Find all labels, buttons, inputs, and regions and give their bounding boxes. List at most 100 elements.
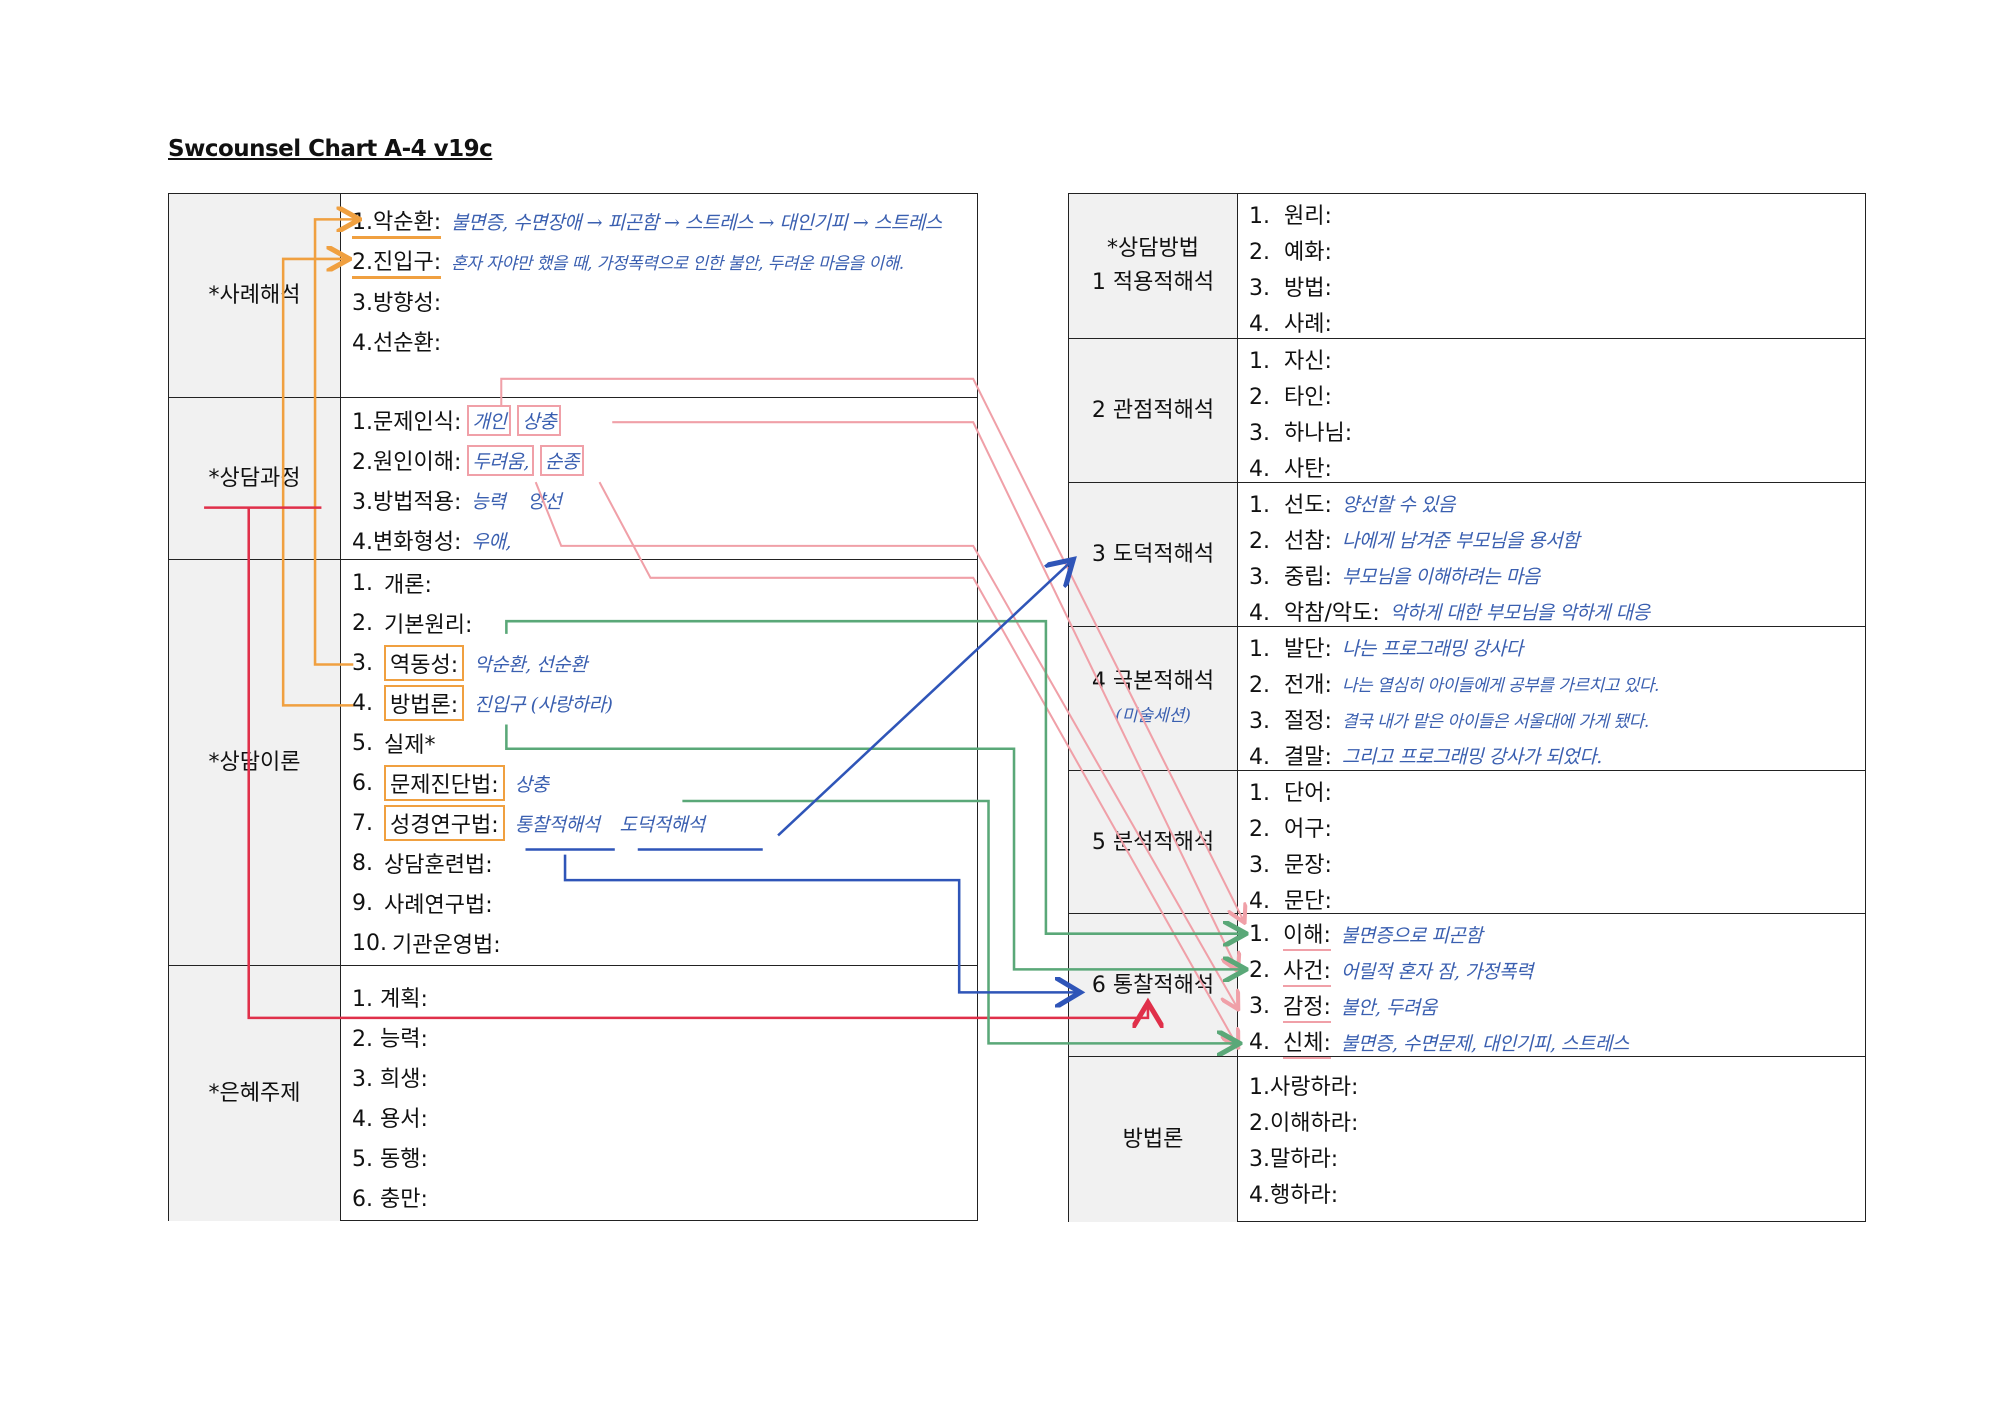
item-number: 9. [352,890,373,916]
section-label-text: *상담과정 [208,466,301,491]
item-label: 기관운영법: [392,933,501,958]
list-item: 1.악순환:불면증, 수면장애 → 피곤함 → 스트레스 → 대인기피 → 스트… [352,201,942,241]
section-label: 3 도덕적해석 [1069,483,1238,627]
list-item: 2. 능력: [352,1017,428,1057]
item-label: 3. 희생: [352,1067,428,1092]
item-label: 역동성: [384,645,465,681]
section-insight-interpretation: 6 통찰적해석 1.이해:불면증으로 피곤함 2.사건:어릴적 혼자 잠, 가정… [1069,913,1865,1060]
handwritten-note: 악순환, 선순환 [474,653,588,676]
document-title: Swcounsel Chart A-4 v19c [168,136,493,162]
item-label: 기본원리: [384,613,473,638]
list-item: 2.기본원리: [352,603,704,643]
item-label: 4. 문단: [1249,889,1332,914]
section-methodology: 방법론 1.사랑하라: 2.이해하라: 3.말하라: 4.행하라: [1069,1056,1865,1222]
item-label: 감정: [1283,989,1331,1023]
item-label: 4. 사례: [1249,312,1332,337]
handwritten-note: 순종 [539,444,584,476]
item-label: 실제* [384,733,436,758]
list-item: 2. 어구: [1249,809,1332,845]
item-label: 3. 방법: [1249,276,1332,301]
section-label-text: 6 통찰적해석 [1091,972,1215,998]
item-label: 2. 예화: [1249,240,1332,265]
handwritten-note: 나는 열심히 아이들에게 공부를 가르치고 있다. [1341,675,1660,696]
left-chart-table: *사례해석 1.악순환:불면증, 수면장애 → 피곤함 → 스트레스 → 대인기… [168,193,978,1221]
list-item: 4.신체:불면증, 수면문제, 대인기피, 스트레스 [1249,1024,1629,1060]
item-label: 2. 타인: [1249,385,1332,410]
list-item: 2.사건:어릴적 혼자 잠, 가정폭력 [1249,952,1629,988]
list-item: 4. 사탄: [1249,449,1352,485]
list-item: 6.문제진단법:상충 [352,763,704,803]
handwritten-note: 나는 프로그래밍 강사다 [1341,637,1523,660]
list-item: 1. 원리: [1249,196,1332,232]
handwritten-note: 능력 [471,490,506,513]
item-number: 4. [352,690,373,716]
handwritten-note: 불면증으로 피곤함 [1340,924,1483,947]
item-number: 3. [352,650,373,676]
list-item: 3.말하라: [1249,1139,1358,1175]
handwritten-note: 양선 [527,490,562,513]
list-item: 4.행하라: [1249,1175,1358,1211]
item-label: 1.악순환: [352,204,442,239]
item-number: 7. [352,810,373,836]
list-item: 3. 감정: 불안, 두려움 [1249,988,1629,1024]
section-label-text: 5 분석적해석 [1091,829,1215,855]
section-label: 4 극본적해석(미술세션) [1069,627,1238,771]
list-item: 4.방법론:진입구 (사랑하라) [352,683,704,723]
list-item: 1.이해:불면증으로 피곤함 [1249,916,1629,952]
item-label: 문제진단법: [384,765,505,801]
section-label: *상담이론 [169,560,341,966]
list-item: 2.원인이해:두려움,순종 [352,440,584,480]
item-number: 6. [352,770,373,796]
list-item: 10.기관운영법: [352,923,704,963]
item-label: 1. 원리: [1249,204,1332,229]
section-analytic-interpretation: 5 분석적해석 1. 단어: 2. 어구: 3. 문장: 4. 문단: [1069,770,1865,914]
list-item: 4. 용서: [352,1097,428,1137]
handwritten-note: 도덕적해석 [619,813,705,836]
item-label: 성경연구법: [384,805,505,841]
item-label: 개론: [384,573,432,598]
list-item: 1. 자신: [1249,341,1352,377]
item-label: 3. 중립: [1249,565,1332,590]
section-label: 방법론 [1069,1057,1238,1222]
item-number: 1. [352,570,373,596]
section-counseling-theory: *상담이론 1. 개론: 2.기본원리: 3. 역동성: 악순환, 선순환 4.방법론… [169,559,977,966]
handwritten-note: 두려움, [467,444,534,476]
list-item: 9.사례연구법: [352,883,704,923]
item-label: 2. 전개: [1249,673,1332,698]
item-number: 5. [352,730,373,756]
list-item: 2.이해하라: [1249,1103,1358,1139]
item-label: 2.원인이해: [352,450,462,475]
list-item: 2.진입구:혼자 자야만 했을 때, 가정폭력으로 인한 불안, 두려운 마음을… [352,241,942,281]
item-label: 1. 단어: [1249,781,1332,806]
handwritten-note: 불면증, 수면문제, 대인기피, 스트레스 [1340,1032,1629,1055]
list-item: 3. 문장: [1249,845,1332,881]
item-label: 4. 악참/악도: [1249,601,1380,626]
list-item: 3. 희생: [352,1057,428,1097]
list-item: 6. 충만: [352,1177,428,1217]
item-label: 상담훈련법: [384,853,493,878]
list-item: 5. 실제* [352,723,704,763]
section-script-interpretation: 4 극본적해석(미술세션) 1. 발단:나는 프로그래밍 강사다 2. 전개:나… [1069,626,1865,771]
list-item: 3. 하나님: [1249,413,1352,449]
handwritten-note: 개인 [467,404,512,436]
handwritten-note: 불안, 두려움 [1340,996,1437,1019]
item-label: 4.행하라: [1249,1183,1339,1208]
section-label-text: 3 도덕적해석 [1091,542,1215,567]
section-label-text: *은혜주제 [208,1080,301,1106]
item-number: 8. [352,850,373,876]
item-label: 사건: [1283,953,1331,987]
section-label-text: 1 적용적해석 [1091,270,1215,295]
list-item: 4.변화형성:우애, [352,520,584,560]
item-label: 2. 능력: [352,1027,428,1052]
handwritten-note: (미술세션) [1115,706,1191,726]
list-item: 2. 선참:나에게 남겨준 부모님을 용서함 [1249,521,1650,557]
item-number: 3. [1249,993,1270,1019]
section-label: *상담과정 [169,398,341,560]
handwritten-note: 통찰적해석 [514,813,600,836]
list-item: 2. 타인: [1249,377,1352,413]
handwritten-note: 결국 내가 맡은 아이들은 서울대에 가게 됐다. [1341,711,1649,732]
list-item: 3. 중립:부모님을 이해하려는 마음 [1249,557,1650,593]
